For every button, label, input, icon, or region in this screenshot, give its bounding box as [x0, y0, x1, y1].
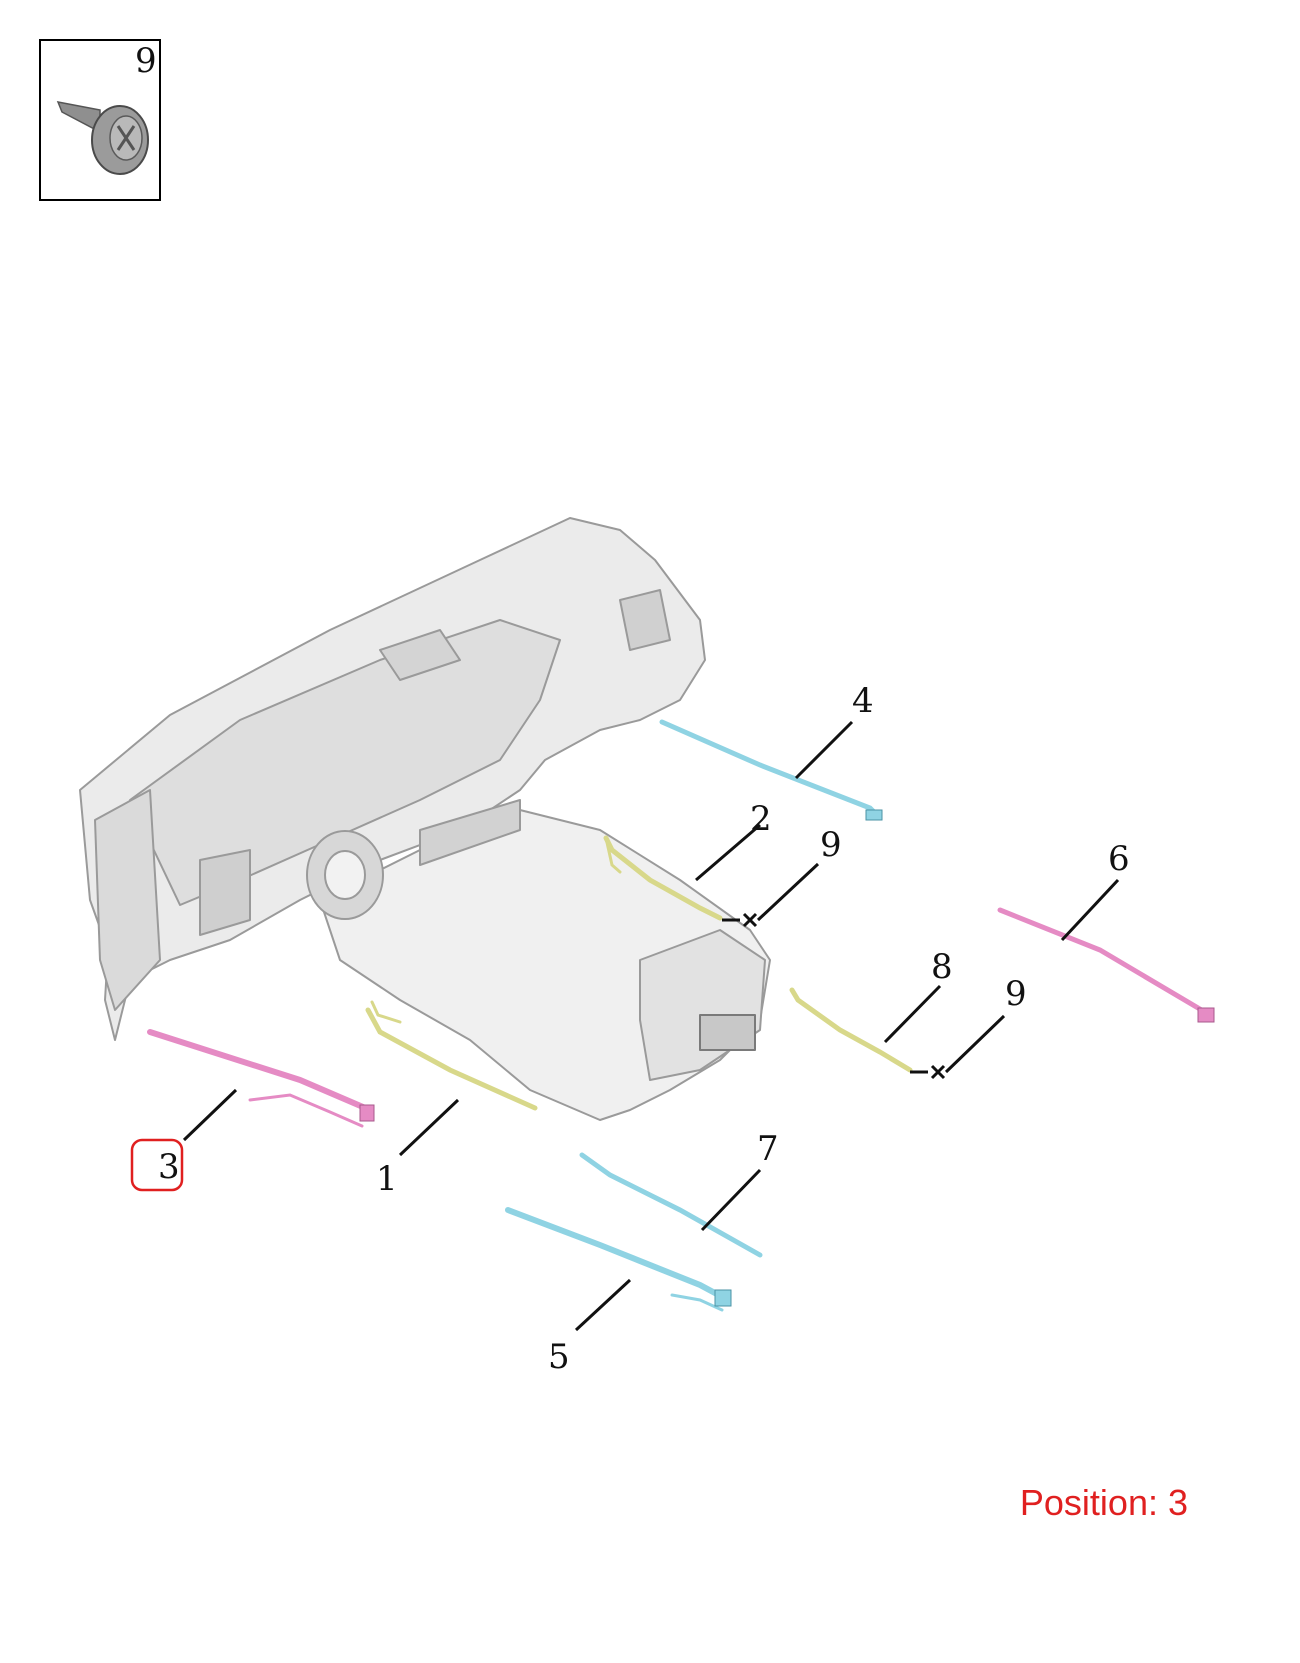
callout-8[interactable]: 8: [931, 947, 953, 987]
inset-label: 9: [135, 41, 157, 81]
callout-7[interactable]: 7: [757, 1129, 779, 1169]
callout-3-highlight: [130, 1138, 184, 1192]
screw-marker-9b: [910, 1064, 946, 1080]
harness-7: [579, 1152, 763, 1258]
screw-marker-9a: [722, 912, 758, 928]
harness-2: [603, 835, 723, 921]
dashboard-assembly: [79, 517, 771, 1121]
callout-5[interactable]: 5: [548, 1337, 570, 1377]
harness-8: [789, 987, 913, 1073]
callout-4[interactable]: 4: [852, 681, 874, 721]
position-label: Position: 3: [1019, 1482, 1188, 1523]
callout-3[interactable]: 3: [158, 1147, 180, 1187]
callout-2[interactable]: 2: [750, 799, 772, 839]
harness-3: [147, 1029, 375, 1128]
harness-4: [659, 719, 883, 821]
harness-5: [505, 1207, 732, 1312]
callout-1[interactable]: 1: [376, 1159, 398, 1199]
harness-1: [365, 1000, 538, 1111]
leader-lines: [182, 720, 1120, 1332]
callout-labels: 3 1 2 4 5 6 7 8 9 9: [158, 681, 1130, 1377]
harness-6: [997, 907, 1215, 1023]
callout-9b[interactable]: 9: [1005, 974, 1027, 1014]
screw-icon: [56, 101, 149, 175]
callout-9a[interactable]: 9: [820, 825, 842, 865]
callout-6[interactable]: 6: [1108, 839, 1130, 879]
inset-screw-box: 9: [39, 39, 161, 201]
